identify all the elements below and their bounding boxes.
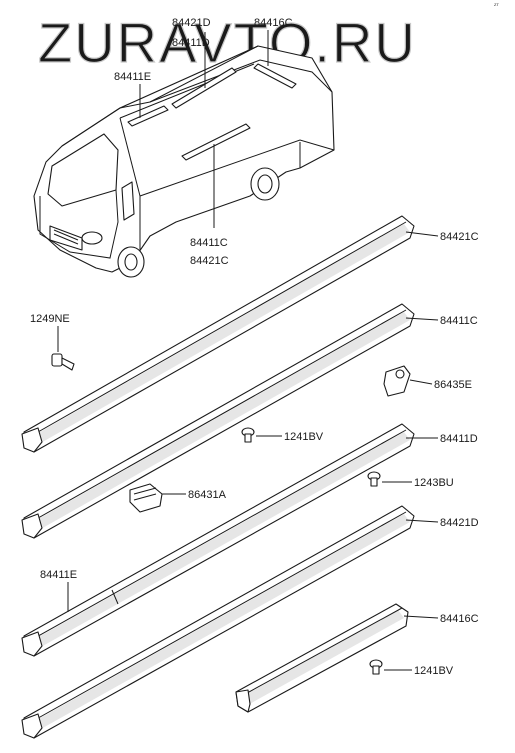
van-strip-84411c xyxy=(181,123,251,161)
strip-84411d xyxy=(21,423,415,657)
label-1241bv-lower: 1241BV xyxy=(414,665,454,677)
clip-86431a xyxy=(129,483,163,513)
label-84421d: 84421D xyxy=(440,517,479,529)
van-strip-84411e xyxy=(127,105,169,127)
strip-84411c xyxy=(21,303,415,539)
clip-86435e xyxy=(383,365,411,397)
label-van-84421d: 84421D xyxy=(172,17,211,29)
label-1241bv-upper: 1241BV xyxy=(284,431,324,443)
label-van-84416c: 84416C xyxy=(254,17,293,29)
label-84411e: 84411E xyxy=(40,569,77,581)
strip-84421d xyxy=(21,505,415,739)
label-84421c: 84421C xyxy=(440,231,479,243)
label-84411d: 84411D xyxy=(440,433,478,445)
corner-mark: ZT xyxy=(494,2,499,7)
label-84416c: 84416C xyxy=(440,613,479,625)
van-illustration xyxy=(33,45,335,278)
van-strip-84416c xyxy=(253,63,297,89)
strip-84421c xyxy=(21,215,415,453)
label-86435e: 86435E xyxy=(434,379,472,391)
label-van-84421c: 84421C xyxy=(190,255,229,267)
label-1249ne: 1249NE xyxy=(30,313,70,325)
label-van-84411c: 84411C xyxy=(190,237,228,249)
label-1243bu: 1243BU xyxy=(414,477,454,489)
strip-84416c xyxy=(235,603,409,713)
screw-1241bv-lower xyxy=(369,659,383,675)
label-van-84411d: 84411D xyxy=(172,37,210,49)
label-van-84411e: 84411E xyxy=(114,71,151,83)
screw-1243bu xyxy=(367,471,381,487)
label-84411c: 84411C xyxy=(440,315,478,327)
screw-1241bv-upper xyxy=(241,427,255,443)
label-86431a: 86431A xyxy=(188,489,227,501)
screw-1249ne xyxy=(51,353,75,371)
watermark: ZURAVTO.RU xyxy=(38,11,417,74)
van-strip-84411d xyxy=(171,67,237,109)
